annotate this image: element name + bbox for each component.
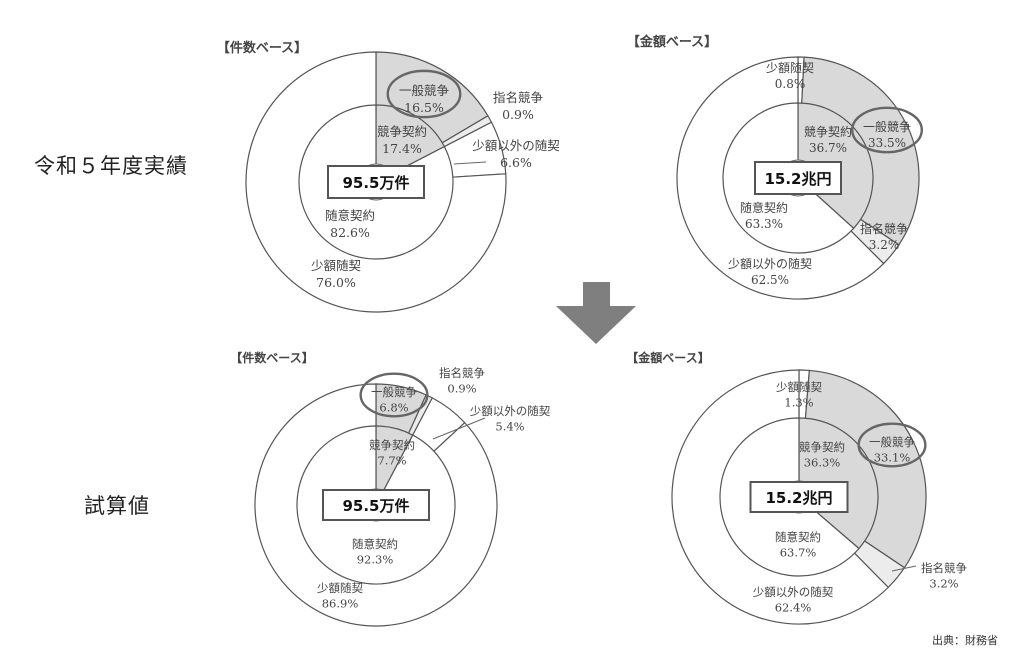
inner-label-name: 競争契約	[369, 438, 415, 452]
inner-label-name: 随意契約	[325, 208, 375, 223]
outer-label-name: 少額以外の随契	[728, 256, 812, 271]
chart-title: 【件数ベース】	[217, 40, 307, 56]
inner-label-name: 随意契約	[775, 530, 821, 544]
callout-line	[891, 565, 917, 572]
inner-label-name: 随意契約	[740, 200, 788, 215]
outer-label-value: 3.2%	[869, 238, 900, 252]
outer-label-name: 指名競争	[493, 90, 543, 105]
chart-2: 【金額ベース】 15.2兆円	[627, 34, 924, 300]
outer-label-name: 一般競争	[863, 119, 911, 134]
center-total: 15.2兆円	[764, 170, 831, 188]
chart-4: 【金額ベース】 15.2兆円	[626, 350, 927, 625]
outer-label-value: 6.6%	[500, 155, 532, 170]
inner-label-value: 36.3%	[804, 456, 841, 470]
highlight-circle	[851, 106, 924, 154]
outer-label-value: 62.4%	[775, 601, 812, 615]
outer-label-name: 少額以外の随契	[753, 585, 834, 599]
inner-label-value: 36.7%	[809, 141, 847, 155]
highlight-circle	[857, 422, 927, 468]
outer-label-name: 少額以外の随契	[472, 138, 560, 153]
inner-label-name: 競争契約	[799, 440, 845, 454]
outer-label-value: 86.9%	[322, 597, 359, 611]
outer-label-name: 少額随契	[311, 258, 362, 273]
outer-label-name: 少額随契	[776, 380, 822, 394]
outer-label-name: 少額随契	[317, 581, 363, 595]
callout-line	[432, 417, 486, 440]
outer-label-value: 0.9%	[502, 107, 534, 122]
inner-label-value: 63.7%	[780, 546, 817, 560]
chart-title: 【金額ベース】	[626, 350, 709, 365]
inner-label-value: 17.4%	[382, 141, 422, 156]
center-box	[749, 481, 849, 513]
inner-label-value: 82.6%	[330, 225, 370, 240]
chart-3: 【件数ベース】 95.5万件	[230, 350, 498, 627]
inner-label-name: 随意契約	[352, 537, 398, 551]
outer-label-value: 0.9%	[447, 382, 476, 396]
row-label-actual: 令和５年度実績	[34, 154, 188, 178]
outer-label-name: 一般競争	[399, 83, 449, 98]
center-total: 95.5万件	[342, 174, 409, 192]
outer-label-value: 5.4%	[495, 420, 524, 434]
outer-label-name: 指名競争	[860, 221, 908, 236]
highlight-circle	[359, 372, 429, 418]
outer-label-name: 少額随契	[766, 60, 814, 75]
chart-title: 【件数ベース】	[230, 350, 313, 365]
inner-slice	[298, 104, 454, 260]
outer-label-value: 0.8%	[775, 77, 806, 91]
outer-label-value: 33.5%	[868, 136, 906, 150]
outer-label-value: 6.8%	[379, 401, 408, 415]
outer-label-value: 3.2%	[929, 577, 958, 591]
highlight-circle	[386, 69, 462, 119]
down-arrow	[556, 282, 636, 344]
outer-label-value: 62.5%	[751, 273, 789, 287]
row-label-estimate: 試算値	[84, 494, 150, 518]
center-box	[327, 165, 425, 199]
callout-line	[453, 161, 487, 165]
chart-title: 【金額ベース】	[627, 34, 717, 50]
outer-label-name: 一般競争	[869, 435, 915, 449]
outer-label-name: 指名競争	[921, 561, 967, 575]
center-box	[322, 489, 430, 521]
outer-label-value: 1.3%	[784, 396, 813, 410]
outer-label-value: 33.1%	[874, 451, 911, 465]
outer-label-name: 一般競争	[371, 385, 417, 399]
inner-label-name: 競争契約	[377, 124, 427, 139]
inner-label-value: 92.3%	[357, 553, 394, 567]
inner-label-value: 63.3%	[745, 217, 783, 231]
outer-label-value: 16.5%	[404, 100, 444, 115]
center-total: 15.2兆円	[765, 489, 832, 507]
chart-1: 【件数ベース】 95.5万件	[217, 40, 507, 313]
outer-label-value: 76.0%	[316, 275, 356, 290]
outer-label-name: 指名競争	[439, 366, 485, 380]
inner-label-name: 競争契約	[804, 124, 852, 139]
center-box	[754, 161, 842, 195]
center-total: 95.5万件	[342, 497, 409, 515]
outer-slice	[245, 51, 507, 313]
inner-label-value: 7.7%	[377, 454, 406, 468]
outer-label-name: 少額以外の随契	[470, 404, 551, 418]
source-note: 出典：財務省	[932, 634, 998, 647]
